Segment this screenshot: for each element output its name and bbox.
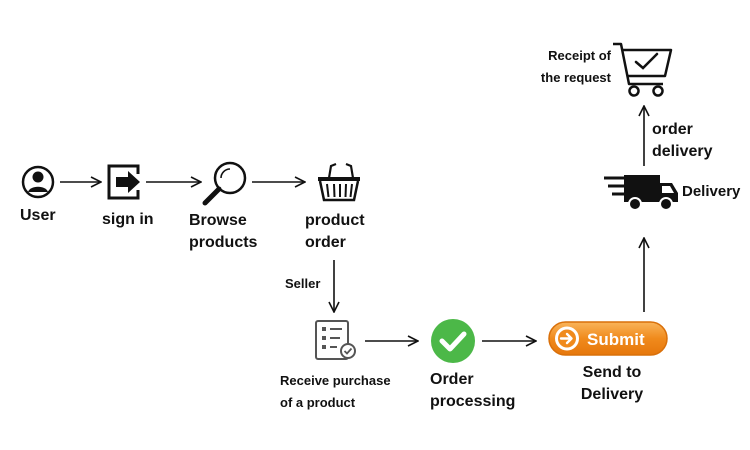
label-order-processing: Order processing	[430, 371, 516, 410]
sign-in-icon	[107, 164, 140, 200]
label-order-delivery: order delivery	[652, 121, 713, 160]
label-seller: Seller	[285, 276, 321, 291]
label-product-order: product order	[305, 212, 365, 251]
label-receipt-of-request: Receipt of the request	[540, 48, 611, 85]
submit-button-icon: Submit	[548, 321, 668, 356]
check-circle-icon	[431, 319, 475, 363]
submit-button-label: Submit	[587, 330, 645, 349]
label-browse-products: Browse products	[189, 212, 258, 251]
basket-icon	[318, 162, 360, 202]
label-user: User	[20, 207, 56, 224]
checklist-icon	[315, 320, 356, 360]
label-send-to-delivery: Send to Delivery	[580, 364, 644, 403]
cart-check-icon	[613, 42, 673, 97]
truck-icon	[604, 175, 678, 211]
magnifier-icon	[202, 161, 247, 206]
label-delivery: Delivery	[682, 183, 741, 200]
label-receive-purchase: Receive purchase of a product	[280, 373, 391, 410]
label-sign-in: sign in	[102, 211, 154, 228]
user-icon	[21, 165, 55, 199]
